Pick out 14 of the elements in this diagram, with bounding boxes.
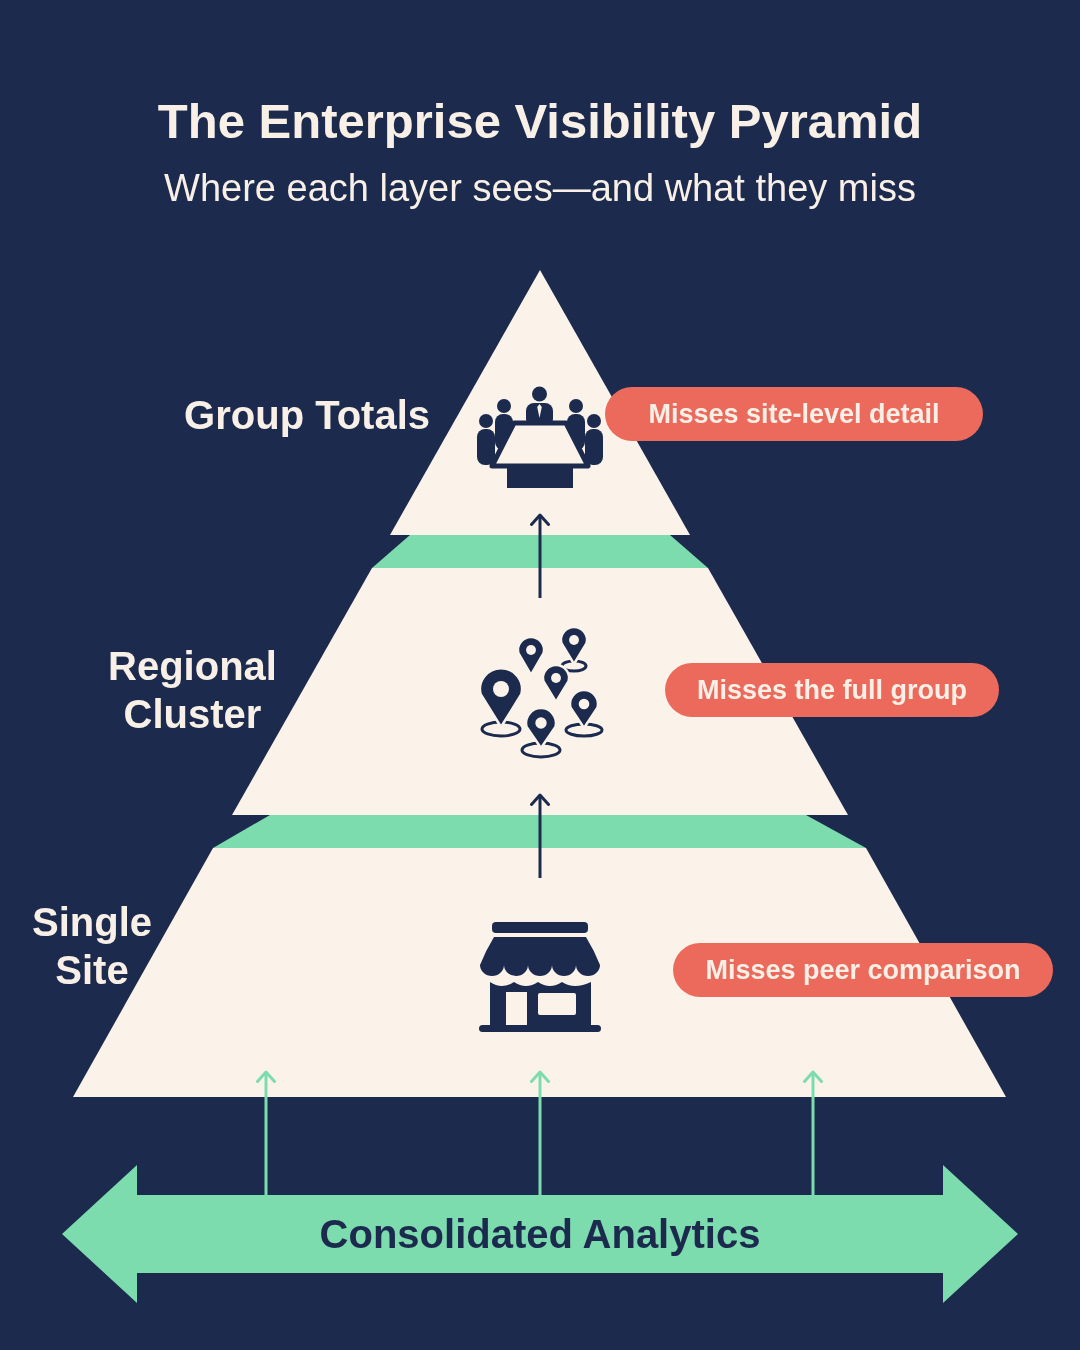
layer-heading: Group Totals [183,392,430,439]
subtitle: Where each layer sees—and what they miss [164,166,916,211]
layer-heading: Regional Cluster [107,643,278,738]
arrow [530,513,550,598]
arrow [803,1070,823,1195]
callout-tag: Misses peer comparison [673,943,1053,997]
arrow [256,1070,276,1195]
layer-heading: Single Site [31,899,153,994]
banner-label: Consolidated Analytics [319,1211,761,1258]
callout-tag: Misses site-level detail [605,387,983,441]
arrow [530,793,550,878]
title: The Enterprise Visibility Pyramid [157,93,923,150]
arrow [530,1070,550,1195]
callout-tag: Misses the full group [665,663,999,717]
